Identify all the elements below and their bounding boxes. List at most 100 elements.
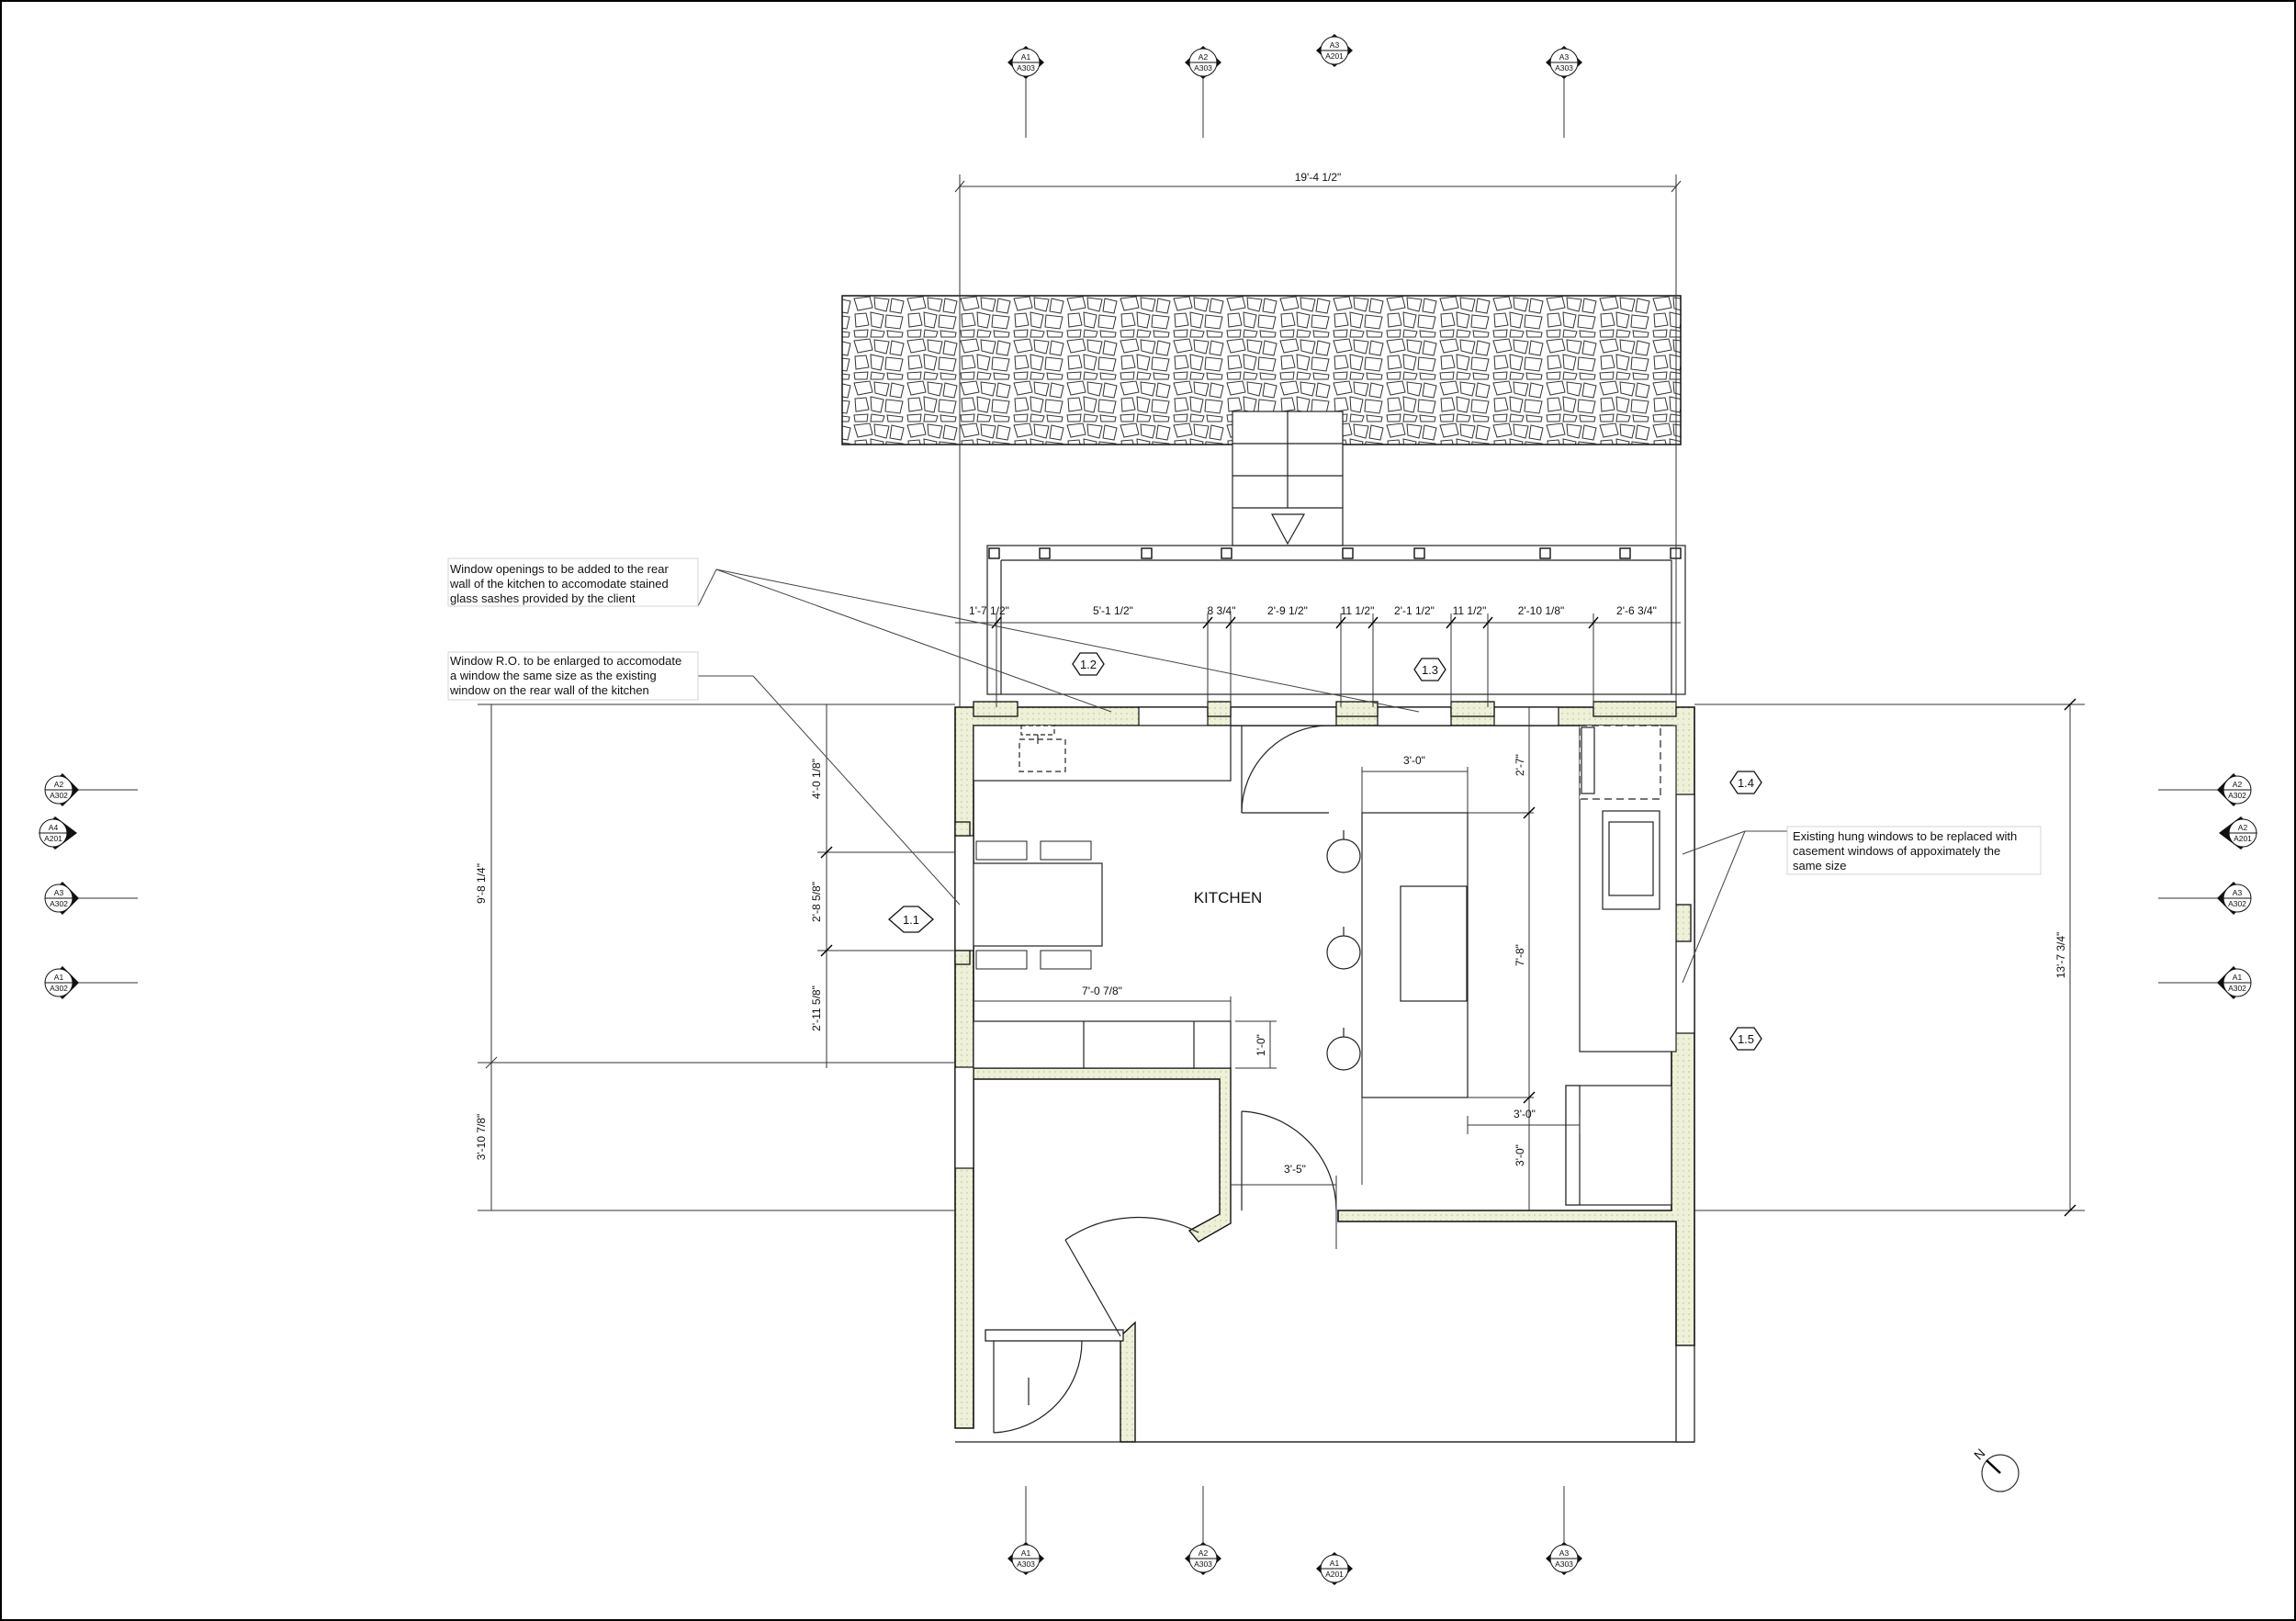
- svg-text:A201: A201: [2234, 834, 2252, 843]
- entry-steps: [1232, 411, 1344, 546]
- svg-text:A1: A1: [1021, 1548, 1031, 1558]
- dim-right-overall: 13'-7 3/4": [2054, 932, 2067, 979]
- dim-island-length: 7'-8": [1514, 944, 1526, 966]
- section-marker-icon: A2 A303: [1185, 46, 1221, 138]
- svg-text:A303: A303: [1555, 63, 1573, 73]
- svg-text:A302: A302: [2228, 791, 2246, 800]
- section-marker-icon: A2 A303: [1185, 1486, 1221, 1575]
- section-marker-icon: A3 A302: [44, 882, 138, 915]
- dim-island-right-clear: 3'-0": [1514, 1108, 1536, 1120]
- svg-text:A201: A201: [1325, 1570, 1344, 1579]
- dim-top-seg-7: 11 1/2": [1453, 604, 1487, 617]
- svg-text:A1: A1: [2233, 973, 2243, 982]
- tag-1-4: 1.4: [1729, 771, 1762, 794]
- dim-window-left-bottom: 2'-11 5/8": [810, 985, 823, 1031]
- svg-text:A3: A3: [1559, 1548, 1570, 1558]
- svg-text:A4: A4: [49, 823, 59, 832]
- svg-text:A2: A2: [54, 780, 64, 789]
- dim-left-upper: 9'-8 1/4": [475, 863, 488, 904]
- svg-text:1.2: 1.2: [1080, 658, 1097, 671]
- svg-text:casement windows of appoximate: casement windows of appoximately the: [1793, 844, 2000, 858]
- dim-left-lower: 3'-10 7/8": [475, 1114, 488, 1161]
- svg-text:A3: A3: [1559, 52, 1570, 62]
- svg-text:A3: A3: [1330, 40, 1340, 50]
- dim-overall-width: 19'-4 1/2": [1295, 171, 1342, 184]
- section-marker-icon: A2 A201: [2219, 816, 2257, 850]
- svg-text:A201: A201: [44, 834, 62, 843]
- svg-text:A2: A2: [2233, 780, 2243, 789]
- north-arrow-icon: N: [1971, 1446, 2020, 1492]
- svg-text:glass sashes provided by the c: glass sashes provided by the client: [450, 591, 636, 605]
- dim-island-bottom-clear: 3'-0": [1514, 1144, 1526, 1166]
- svg-text:A2: A2: [1199, 52, 1209, 62]
- dim-top-seg-9: 2'-6 3/4": [1616, 604, 1657, 617]
- section-marker-icon: A2 A302: [44, 773, 138, 806]
- svg-text:A303: A303: [1017, 63, 1035, 73]
- dim-top-seg-8: 2'-10 1/8": [1518, 604, 1565, 617]
- dim-top-seg-6: 2'-1 1/2": [1394, 604, 1435, 617]
- dim-top-seg-4: 2'-9 1/2": [1267, 604, 1308, 617]
- section-marker-icon: A1 A303: [1007, 1486, 1044, 1575]
- section-marker-icon: A3 A303: [1546, 46, 1582, 138]
- dim-door-clear: 3'-5": [1284, 1163, 1306, 1176]
- svg-text:a window the same size as the: a window the same size as the existing: [450, 669, 657, 682]
- dimension-lines: [478, 174, 2085, 1249]
- svg-text:A302: A302: [50, 791, 68, 800]
- svg-text:A1: A1: [1330, 1559, 1340, 1568]
- dim-top-seg-3: 8 3/4": [1208, 604, 1236, 617]
- svg-text:A303: A303: [1017, 1559, 1035, 1569]
- svg-text:A302: A302: [50, 984, 68, 993]
- svg-text:A2: A2: [2238, 823, 2248, 832]
- casework: [973, 725, 1677, 1206]
- room-label-kitchen: KITCHEN: [1194, 889, 1263, 906]
- svg-text:window on the rear wall of the: window on the rear wall of the kitchen: [449, 683, 649, 697]
- svg-text:A2: A2: [1199, 1548, 1209, 1558]
- svg-text:A201: A201: [1325, 51, 1344, 61]
- section-markers-right: A2 A302 A2 A201 A3 A302 A1 A302: [2158, 773, 2257, 999]
- section-markers-bottom: A1 A303 A2 A303 A1 A201 A3 A303: [1007, 1486, 1582, 1585]
- dimension-labels: 19'-4 1/2" 1'-7 1/2" 5'-1 1/2" 8 3/4" 2'…: [475, 171, 2067, 1176]
- section-marker-icon: A1 A302: [44, 966, 138, 999]
- tag-1-2: 1.2: [1072, 652, 1105, 676]
- section-marker-icon: A1 A302: [2158, 966, 2252, 999]
- tag-1-3: 1.3: [1413, 658, 1446, 681]
- tag-1-1: 1.1: [888, 906, 934, 933]
- note-ro-enlarge: Window R.O. to be enlarged to accomodate…: [447, 651, 699, 701]
- svg-text:1.5: 1.5: [1738, 1032, 1754, 1046]
- svg-text:A303: A303: [1194, 1559, 1212, 1569]
- svg-text:Existing hung windows to be re: Existing hung windows to be replaced wit…: [1793, 829, 2017, 843]
- section-markers-left: A2 A302 A4 A201 A3 A302 A1 A302: [39, 773, 138, 999]
- dim-top-seg-5: 11 1/2": [1341, 604, 1375, 617]
- dim-window-left-mid: 2'-8 5/8": [810, 882, 823, 922]
- svg-text:A303: A303: [1194, 63, 1212, 73]
- section-marker-icon: A4 A201: [39, 816, 77, 850]
- svg-text:same size: same size: [1793, 859, 1847, 872]
- svg-text:A303: A303: [1555, 1559, 1573, 1569]
- svg-text:wall of the kitchen to accomod: wall of the kitchen to accomodate staine…: [449, 577, 669, 591]
- dim-top-seg-2: 5'-1 1/2": [1093, 604, 1133, 617]
- section-marker-icon: A3 A201: [1316, 34, 1353, 67]
- dim-window-left-top: 4'-0 1/8": [810, 759, 823, 799]
- svg-text:A302: A302: [2228, 899, 2246, 908]
- section-marker-icon: A1 A201: [1316, 1552, 1353, 1585]
- svg-text:A3: A3: [2233, 888, 2243, 897]
- svg-text:A1: A1: [54, 973, 64, 982]
- doors: [993, 725, 1337, 1434]
- section-marker-icon: A3 A303: [1546, 1486, 1582, 1575]
- svg-text:A302: A302: [2228, 984, 2246, 993]
- dim-island-top-clear: 2'-7": [1514, 754, 1526, 776]
- dim-top-seg-1: 1'-7 1/2": [969, 604, 1009, 617]
- svg-text:1.3: 1.3: [1422, 663, 1438, 677]
- section-marker-icon: A1 A303: [1007, 46, 1044, 138]
- north-label: N: [1971, 1446, 1987, 1462]
- section-marker-icon: A2 A302: [2158, 773, 2252, 806]
- svg-text:A1: A1: [1021, 52, 1031, 62]
- svg-text:1.4: 1.4: [1738, 776, 1754, 790]
- tag-1-5: 1.5: [1729, 1027, 1762, 1051]
- window-tags: 1.1 1.2 1.3 1.4 1.5: [888, 652, 1762, 1051]
- dim-counter-depth: 1'-0": [1255, 1034, 1267, 1056]
- dim-counter-width: 7'-0 7/8": [1082, 985, 1122, 997]
- svg-text:Window R.O. to be enlarged to: Window R.O. to be enlarged to accomodate: [450, 654, 681, 668]
